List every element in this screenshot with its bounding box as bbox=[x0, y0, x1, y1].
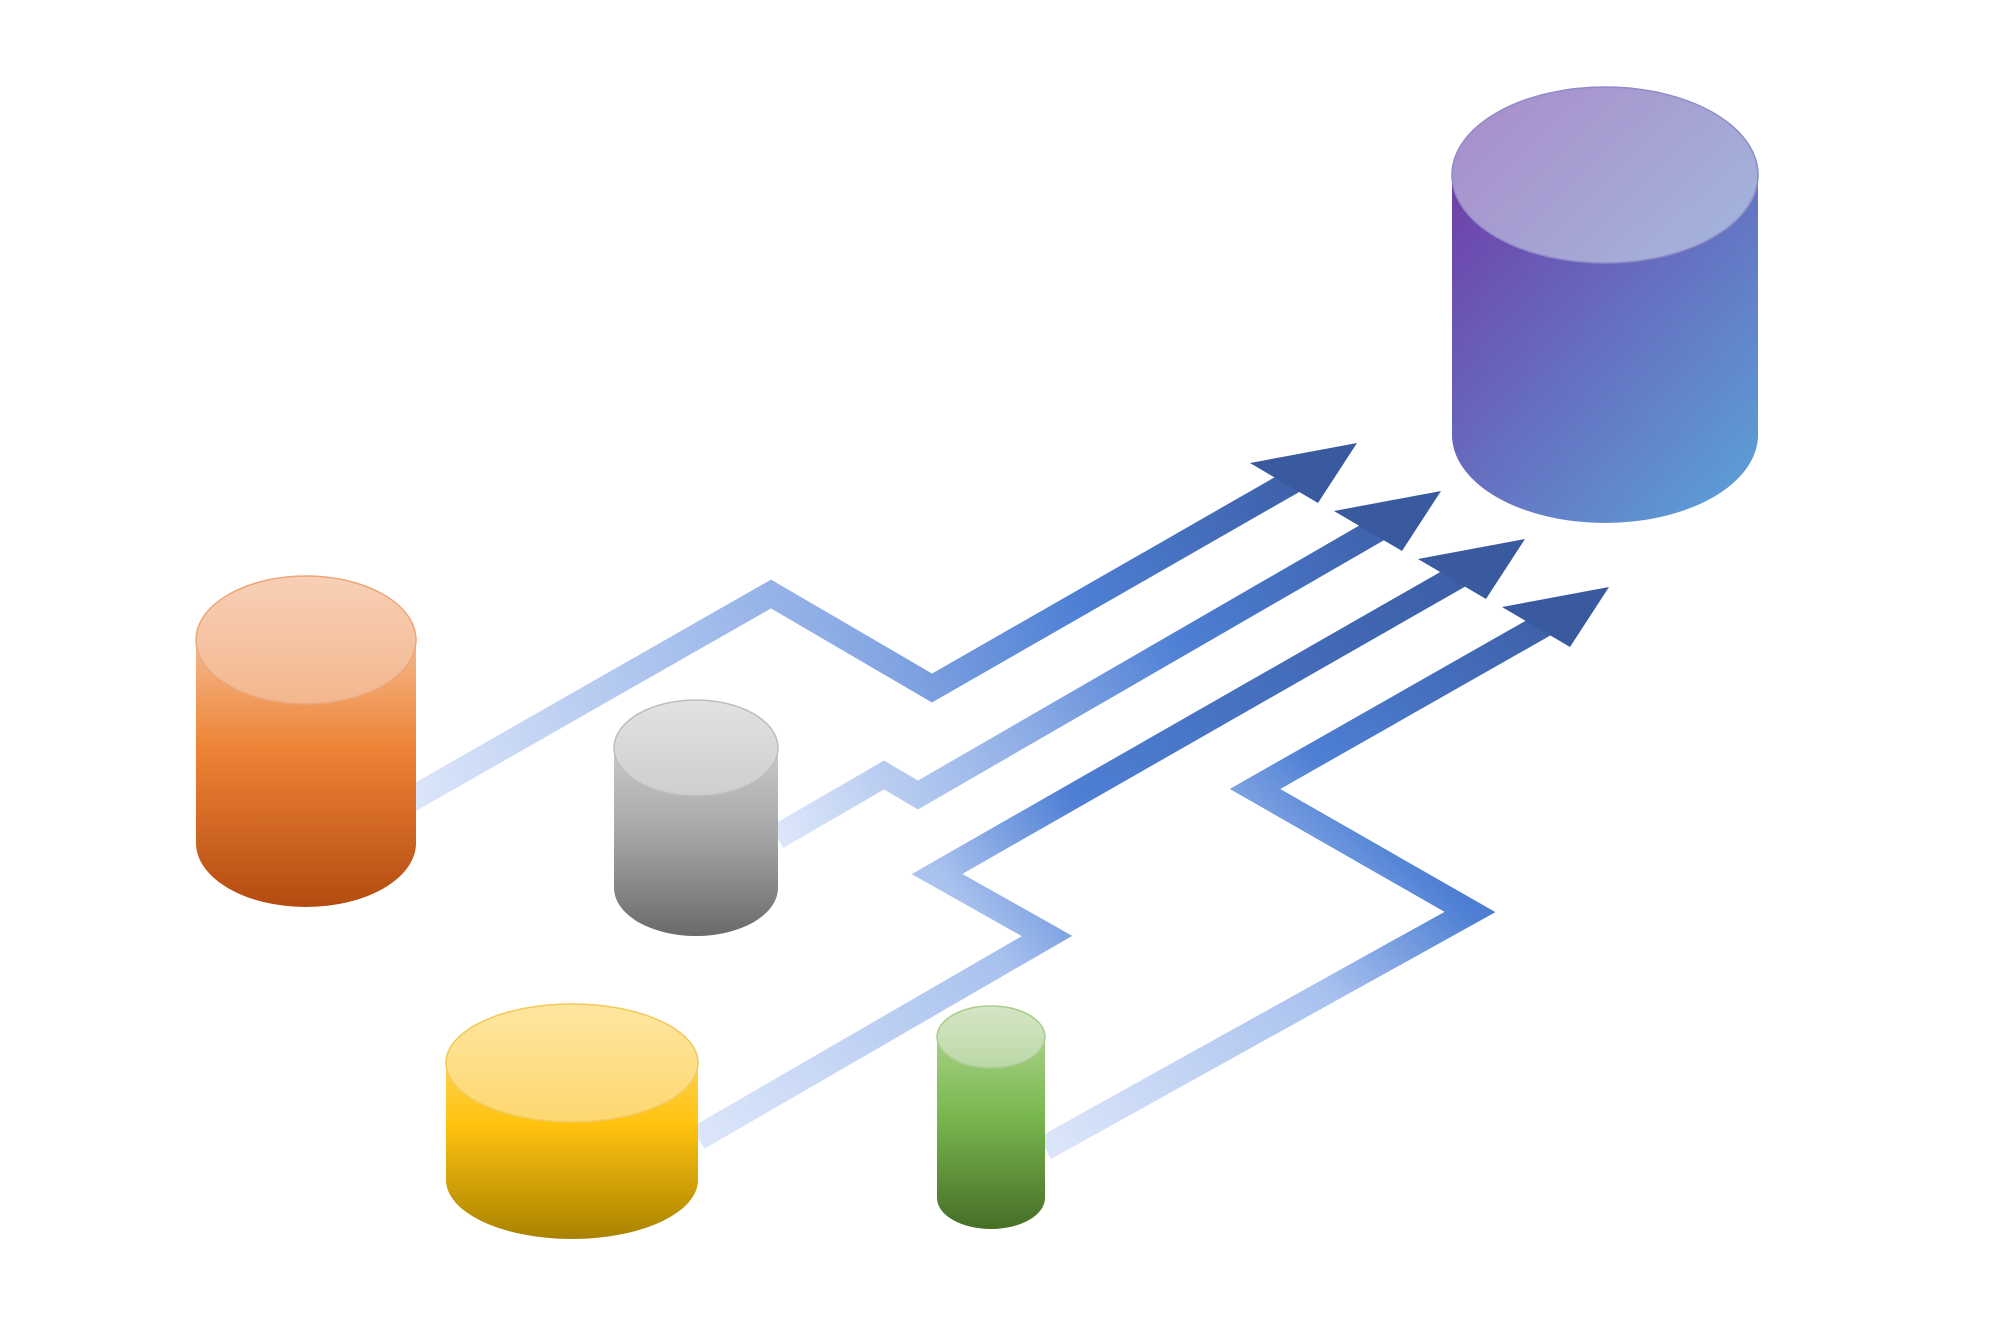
green-source-database-icon bbox=[936, 1005, 1046, 1229]
orange-source-database-icon bbox=[195, 575, 417, 907]
arrow-up-right-icon bbox=[1250, 443, 1357, 503]
connector-green-to-target bbox=[1038, 587, 1609, 1159]
connector-gray-to-target bbox=[770, 491, 1441, 848]
yellow-source-database-icon bbox=[445, 1003, 699, 1239]
connector-orange-to-target bbox=[403, 443, 1357, 811]
arrow-up-right-icon bbox=[1418, 539, 1525, 599]
target-database-icon bbox=[1451, 86, 1759, 523]
connector-yellow-to-target bbox=[691, 539, 1525, 1149]
gray-source-database-icon bbox=[613, 699, 779, 936]
arrow-up-right-icon bbox=[1502, 587, 1609, 647]
arrow-up-right-icon bbox=[1334, 491, 1441, 551]
